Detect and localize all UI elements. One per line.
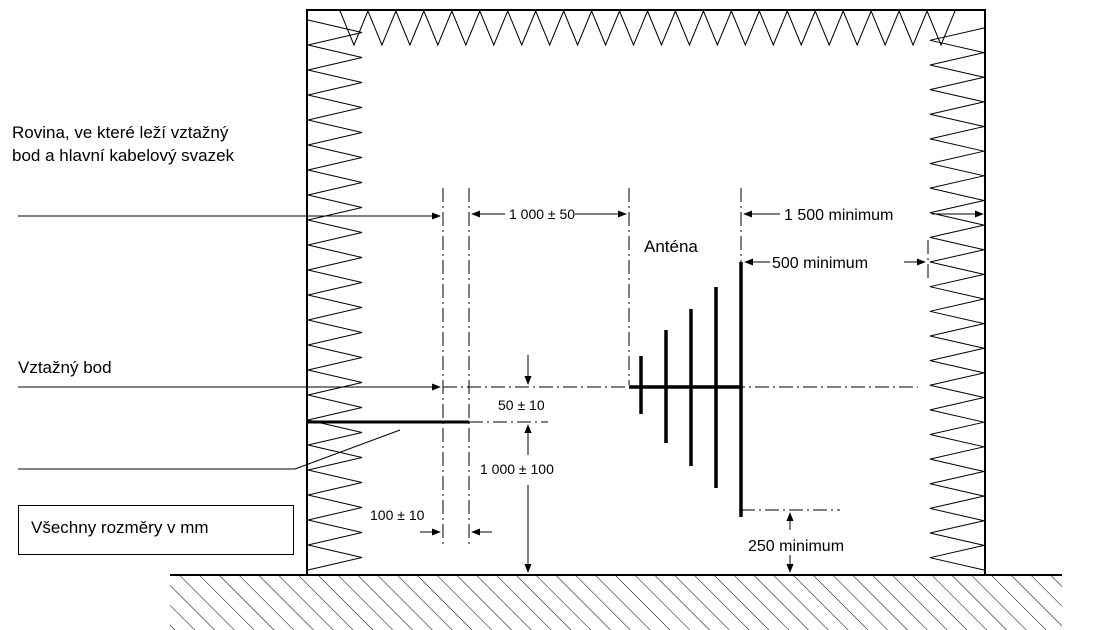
dim-1500-label: 1 500 minimum bbox=[784, 207, 893, 224]
absorber-left bbox=[307, 19, 363, 571]
shielded-enclosure bbox=[306, 9, 986, 576]
antenna-label: Anténa bbox=[644, 237, 698, 256]
units-note: Všechny rozměry v mm bbox=[18, 505, 294, 555]
dim-500-label: 500 minimum bbox=[772, 255, 868, 272]
dim-1000-50-label: 1 000 ± 50 bbox=[509, 206, 575, 222]
antenna-icon bbox=[629, 262, 743, 517]
reference-point-label: Vztažný bod bbox=[18, 358, 112, 377]
absorber-right bbox=[929, 27, 985, 571]
table-leader bbox=[18, 429, 401, 470]
dim-250-label: 250 minimum bbox=[748, 538, 844, 555]
absorber-top bbox=[339, 9, 956, 47]
plane-label-line1: Rovina, ve které leží vztažný bbox=[12, 123, 229, 142]
plane-label-line2: bod a hlavní kabelový svazek bbox=[12, 146, 235, 165]
dim-50-label: 50 ± 10 bbox=[498, 397, 545, 413]
units-note-text: Všechny rozměry v mm bbox=[31, 518, 209, 537]
dim-100-label: 100 ± 10 bbox=[370, 507, 425, 523]
dim-1000-100-label: 1 000 ± 100 bbox=[480, 461, 554, 477]
ground-hatch bbox=[170, 575, 1062, 630]
